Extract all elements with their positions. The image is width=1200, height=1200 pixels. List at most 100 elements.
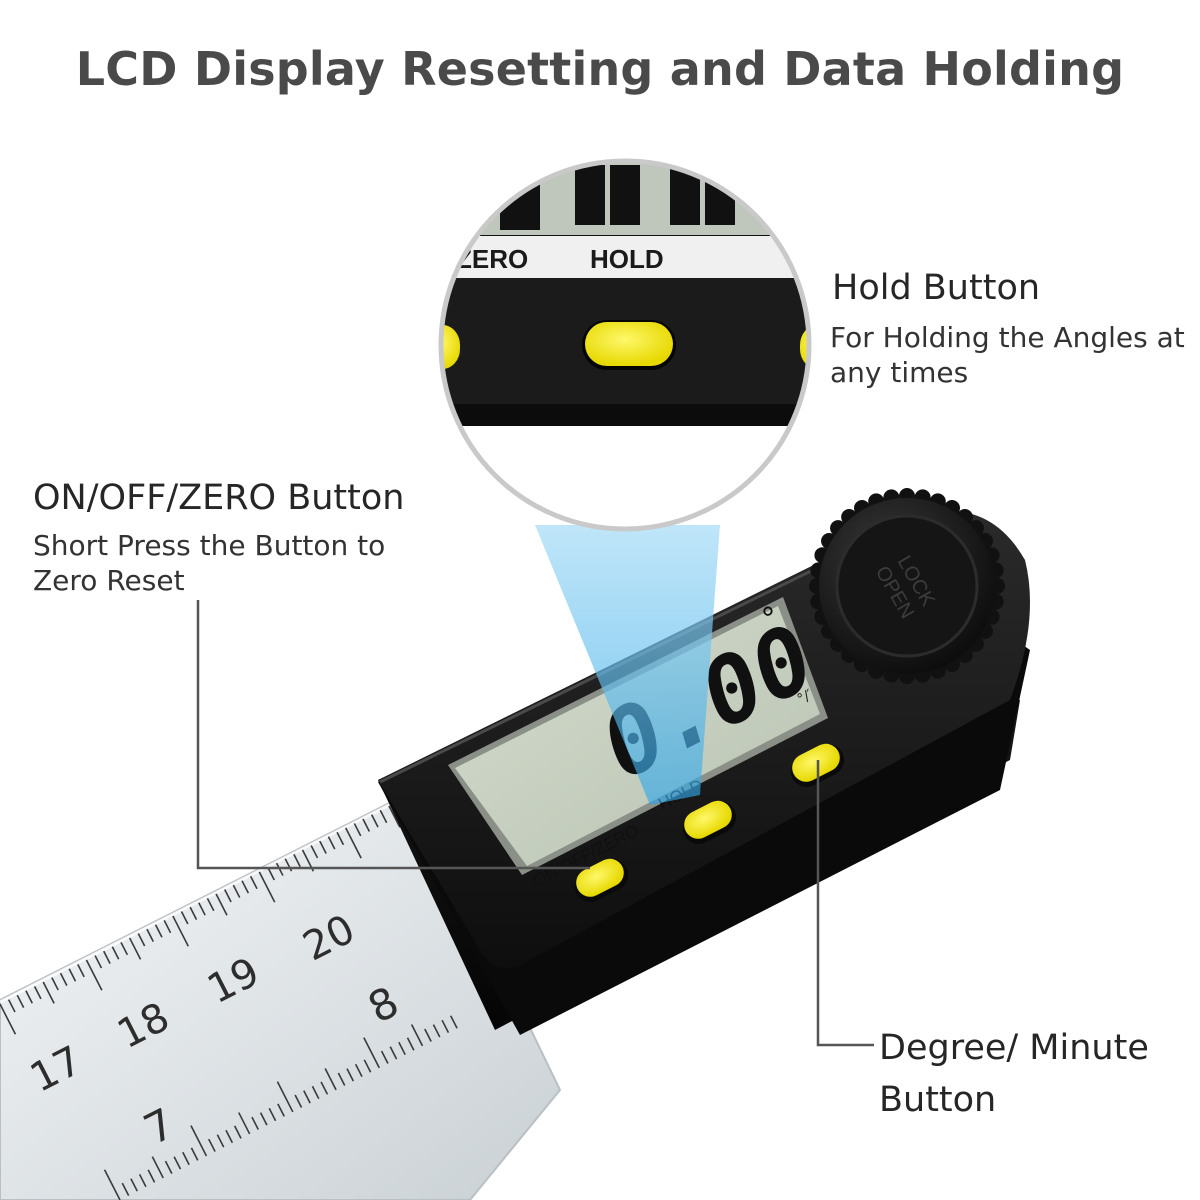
ruler-tick [103, 950, 111, 964]
ruler-tick [327, 836, 336, 850]
ruler-tick [147, 1169, 156, 1183]
ruler-tick [311, 1085, 320, 1100]
ruler-tick [276, 1081, 294, 1113]
ruler-tick [172, 915, 190, 947]
ruler-tick [241, 880, 250, 894]
ruler-tick [59, 972, 68, 987]
ruler-tick [379, 809, 388, 824]
ruler-tick [198, 902, 206, 916]
ruler-tick [363, 1059, 372, 1073]
lcd-unit-label: °/′ [795, 687, 816, 708]
ruler-tick [277, 1103, 285, 1117]
ruler-tick [275, 862, 284, 876]
ruler-tick [120, 941, 129, 956]
ruler-tick [225, 1129, 234, 1144]
onoff-button-callout-description: Short Press the Button to Zero Reset [33, 529, 386, 597]
hold-button[interactable] [677, 795, 742, 850]
magnifier-beam [535, 525, 720, 805]
zoom-detail: ZERO HOLD [438, 158, 812, 532]
ruler-tick [320, 1081, 329, 1095]
ruler-tick [303, 1090, 311, 1104]
ruler-tick [77, 964, 85, 978]
ruler-tick [310, 845, 319, 859]
ruler-tick [164, 1160, 173, 1174]
ruler-tick [206, 897, 215, 912]
ruler-tick [128, 937, 142, 960]
ruler-tick [190, 1147, 199, 1161]
ruler-tick [223, 889, 232, 903]
ruler-tick [370, 814, 379, 828]
ruler-tick [173, 1156, 182, 1170]
ruler-tick [208, 1138, 216, 1152]
ruler-tick [154, 924, 163, 938]
hold-button-callout-description: For Holding the Angles at any times [830, 321, 1185, 389]
ruler-tick [344, 827, 362, 859]
ruler-tick [42, 981, 55, 1004]
ruler-tick [16, 994, 25, 1009]
ruler-tick [190, 1125, 208, 1157]
ruler-tick [249, 875, 258, 890]
hold-button-callout-title: Hold Button [832, 268, 1041, 308]
ruler-tick [410, 1024, 424, 1047]
ruler-tick [380, 1050, 389, 1064]
ruler-tick [258, 871, 276, 903]
ruler-tick [424, 1028, 432, 1042]
ruler-tick [215, 893, 228, 916]
ruler-tick [111, 946, 120, 960]
ruler-tick [146, 928, 154, 942]
ruler-tick [267, 867, 275, 881]
ruler-tick [268, 1107, 277, 1122]
ruler-tick [233, 1125, 242, 1139]
ruler-tick [137, 933, 146, 947]
ruler-tick [189, 906, 198, 920]
ruler-tick [293, 853, 301, 868]
ruler-tick [103, 1169, 121, 1200]
ruler-tick [319, 840, 327, 854]
ruler-tick [232, 884, 241, 898]
ruler-tick [51, 977, 59, 991]
ruler-tick [138, 1173, 147, 1188]
ruler-tick [68, 968, 77, 982]
ruler: 20 19 18 17 8 7 [0, 788, 562, 1200]
ruler-tick [7, 999, 16, 1013]
ruler-tick [449, 1015, 458, 1029]
ruler-tick [294, 1094, 303, 1108]
ruler-tick [441, 1019, 450, 1034]
ruler-tick [363, 1037, 380, 1069]
ruler-tick [353, 823, 362, 837]
ruler-tick [238, 1112, 251, 1135]
ruler-tick [25, 990, 33, 1004]
ruler-tick [324, 1068, 337, 1091]
ruler-tick [130, 1178, 138, 1192]
zoom-hold-label: HOLD [590, 244, 664, 274]
ruler-tick [94, 955, 103, 969]
onoff-button-callout-title: ON/OFF/ZERO Button [33, 478, 405, 518]
ruler-tick [388, 805, 401, 828]
ruler-tick [406, 1037, 415, 1051]
zoom-hold-button [585, 322, 673, 366]
ruler-tick [389, 1046, 398, 1060]
degree-leader-line [816, 760, 874, 1047]
ruler-tick [151, 1156, 164, 1179]
ruler-tick [336, 831, 345, 846]
ruler-tick [251, 1116, 259, 1130]
ruler-tick [346, 1068, 355, 1082]
ruler-tick [180, 911, 189, 925]
ruler-tick [259, 1112, 268, 1126]
ruler-tick [33, 986, 42, 1000]
ruler-tick [354, 1063, 363, 1078]
ruler-tick [0, 1003, 17, 1035]
ruler-tick [362, 818, 371, 832]
degree-minute-callout-title: Degree/ Minute Button [879, 1028, 1149, 1120]
ruler-tick [337, 1072, 346, 1086]
ruler-tick [163, 919, 172, 934]
onoff-leader-line [196, 600, 590, 870]
ruler-tick [121, 1182, 130, 1196]
page-title: LCD Display Resetting and Data Holding [75, 42, 1125, 96]
leader-lines [196, 600, 874, 1047]
lock-knob[interactable]: LOCK OPEN [809, 488, 1005, 684]
ruler-tick [432, 1024, 441, 1038]
ruler-tick [398, 1041, 406, 1056]
ruler-tick [85, 959, 103, 991]
ruler-tick [182, 1151, 190, 1166]
